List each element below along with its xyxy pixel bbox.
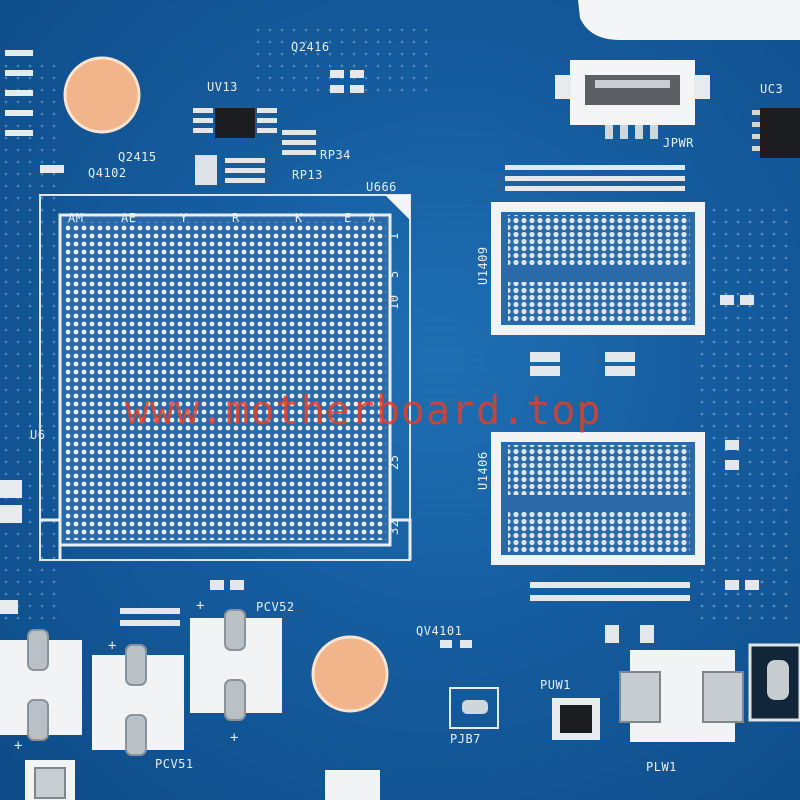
jpwr-connector [555,60,710,139]
label-plus: + [196,598,205,614]
label-rp13: RP13 [292,168,323,182]
label-u6: U6 [30,428,46,442]
memory-chip-u1409 [491,202,705,335]
label-ae: AE [121,211,137,225]
pjb7-jumper [449,687,499,729]
uv13-chip [193,108,277,138]
label-k: K [295,211,303,225]
rp13-array [195,155,265,185]
label-u1406: U1406 [476,451,490,490]
mounting-hole [311,635,389,713]
label-u666: U666 [366,180,397,194]
label-am: AM [68,211,84,225]
label-q2416: Q2416 [291,40,330,54]
memory-chip-u1406 [491,432,705,565]
label-5: 5 [387,270,401,278]
puw1-chip [552,698,600,740]
label-uc3: UC3 [760,82,784,96]
label-pjb7: PJB7 [450,732,481,746]
cpu-bga [39,194,412,561]
label-e: E [344,211,352,225]
label-qv4101: QV4101 [416,624,463,638]
label-jpwr: JPWR [663,136,694,150]
label-a: A [368,211,376,225]
watermark-text: www.motherboard.top [125,388,602,434]
label-q4102: Q4102 [88,166,127,180]
label-pcv51: PCV51 [155,757,194,771]
label-r: R [232,211,240,225]
label-plus: + [230,730,239,746]
label-plw1: PLW1 [646,760,677,774]
label-10: 10 [387,294,401,310]
label-plus: + [108,638,117,654]
label-pcv52: PCV52 [256,600,295,614]
plw1-inductor [619,643,800,742]
label-32: 32 [387,519,401,535]
label-u1409: U1409 [476,246,490,285]
label-rp34: RP34 [320,148,351,162]
label-25: 25 [387,454,401,470]
uc3-chip [752,108,800,158]
pcv-inductors [0,609,380,800]
label-plus: + [14,738,23,754]
label-puw1: PUW1 [540,678,571,692]
label-q2415: Q2415 [118,150,157,164]
label-uv13: UV13 [207,80,238,94]
label-y: Y [180,211,188,225]
rp34-array [282,130,316,155]
mounting-hole [63,56,141,134]
label-1: 1 [387,232,401,240]
